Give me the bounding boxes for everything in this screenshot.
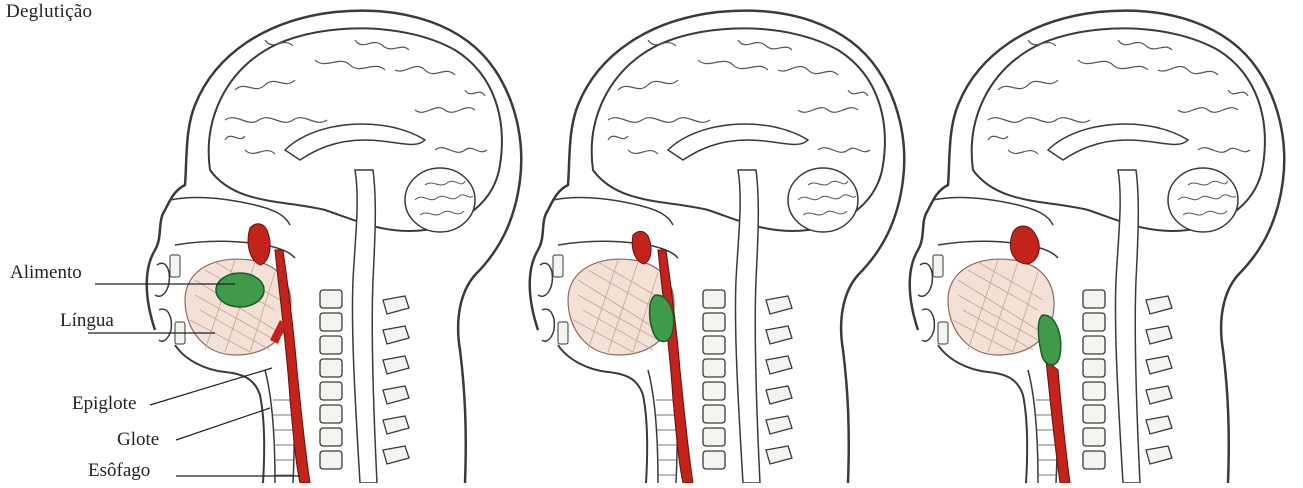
label-epiglote: Epiglote xyxy=(72,393,136,415)
diagram-title: Deglutição xyxy=(6,1,92,23)
label-glote: Glote xyxy=(117,429,159,451)
label-lingua: Língua xyxy=(60,310,114,332)
head-panel-2 xyxy=(530,11,905,483)
glote-leader xyxy=(176,408,270,440)
head-panel-1 xyxy=(147,11,522,483)
label-esofago: Esôfago xyxy=(88,460,150,482)
head-panel-3 xyxy=(910,11,1285,483)
food-bolus-1 xyxy=(216,273,264,307)
epiglote-leader xyxy=(150,368,272,405)
label-alimento: Alimento xyxy=(10,262,82,284)
